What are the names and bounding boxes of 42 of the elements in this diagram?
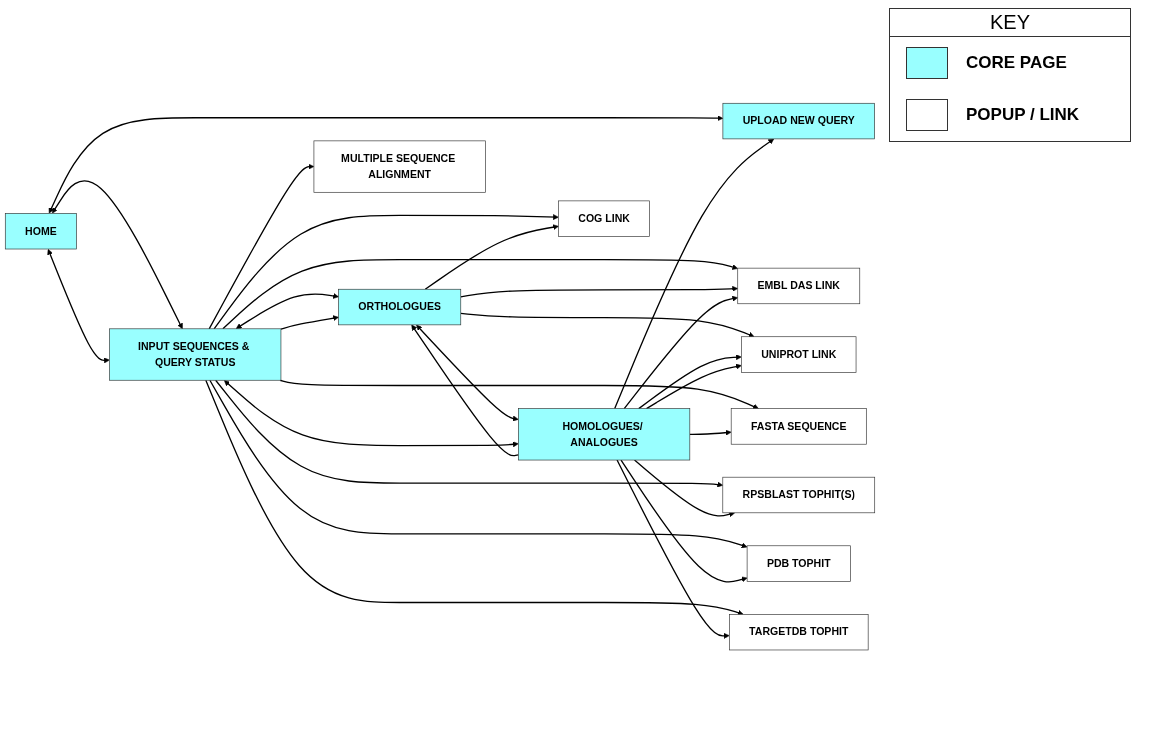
- arrow: [224, 380, 519, 448]
- legend-label: CORE PAGE: [966, 53, 1067, 73]
- arrow: [416, 325, 519, 422]
- arrow: [411, 324, 519, 457]
- node-box: TARGETDB TOPHIT: [729, 614, 869, 651]
- arrow: [208, 164, 315, 330]
- arrow: [213, 214, 559, 330]
- node-box: RPSBLAST TOPHIT(S): [722, 477, 876, 514]
- node-box: COG LINK: [558, 200, 650, 238]
- node-box: MULTIPLE SEQUENCE ALIGNMENT: [313, 140, 486, 193]
- node-box: HOMOLOGUES/ ANALOGUES: [518, 408, 691, 461]
- node-box: HOME: [4, 213, 77, 250]
- arrow: [52, 180, 183, 330]
- arrow: [280, 315, 339, 331]
- arrow: [623, 296, 738, 410]
- node-box: UPLOAD NEW QUERY: [722, 103, 875, 140]
- node-box: PDB TOPHIT: [746, 545, 851, 583]
- node-box: FASTA SEQUENCE: [730, 408, 867, 445]
- arrow: [222, 259, 738, 330]
- arrow: [209, 379, 748, 549]
- arrow: [638, 354, 742, 410]
- arrow: [633, 459, 735, 518]
- arrow: [235, 293, 339, 330]
- arrow: [689, 430, 732, 436]
- arrow: [620, 459, 748, 583]
- arrow: [616, 459, 730, 640]
- arrow: [614, 139, 775, 410]
- node-box: UNIPROT LINK: [741, 336, 857, 374]
- arrow: [48, 115, 724, 214]
- key-title: KEY: [890, 9, 1130, 37]
- node-box: ORTHOLOGUES: [338, 289, 462, 326]
- arrow: [460, 313, 755, 338]
- arrow: [47, 249, 110, 364]
- arrow: [424, 224, 559, 291]
- arrow: [215, 379, 724, 488]
- arrow: [645, 364, 742, 410]
- arrow: [279, 379, 759, 410]
- arrow: [460, 286, 738, 298]
- node-box: EMBL DAS LINK: [737, 268, 861, 305]
- arrow: [205, 379, 744, 616]
- node-box: INPUT SEQUENCES & QUERY STATUS: [109, 328, 282, 381]
- legend-label: POPUP / LINK: [966, 105, 1080, 125]
